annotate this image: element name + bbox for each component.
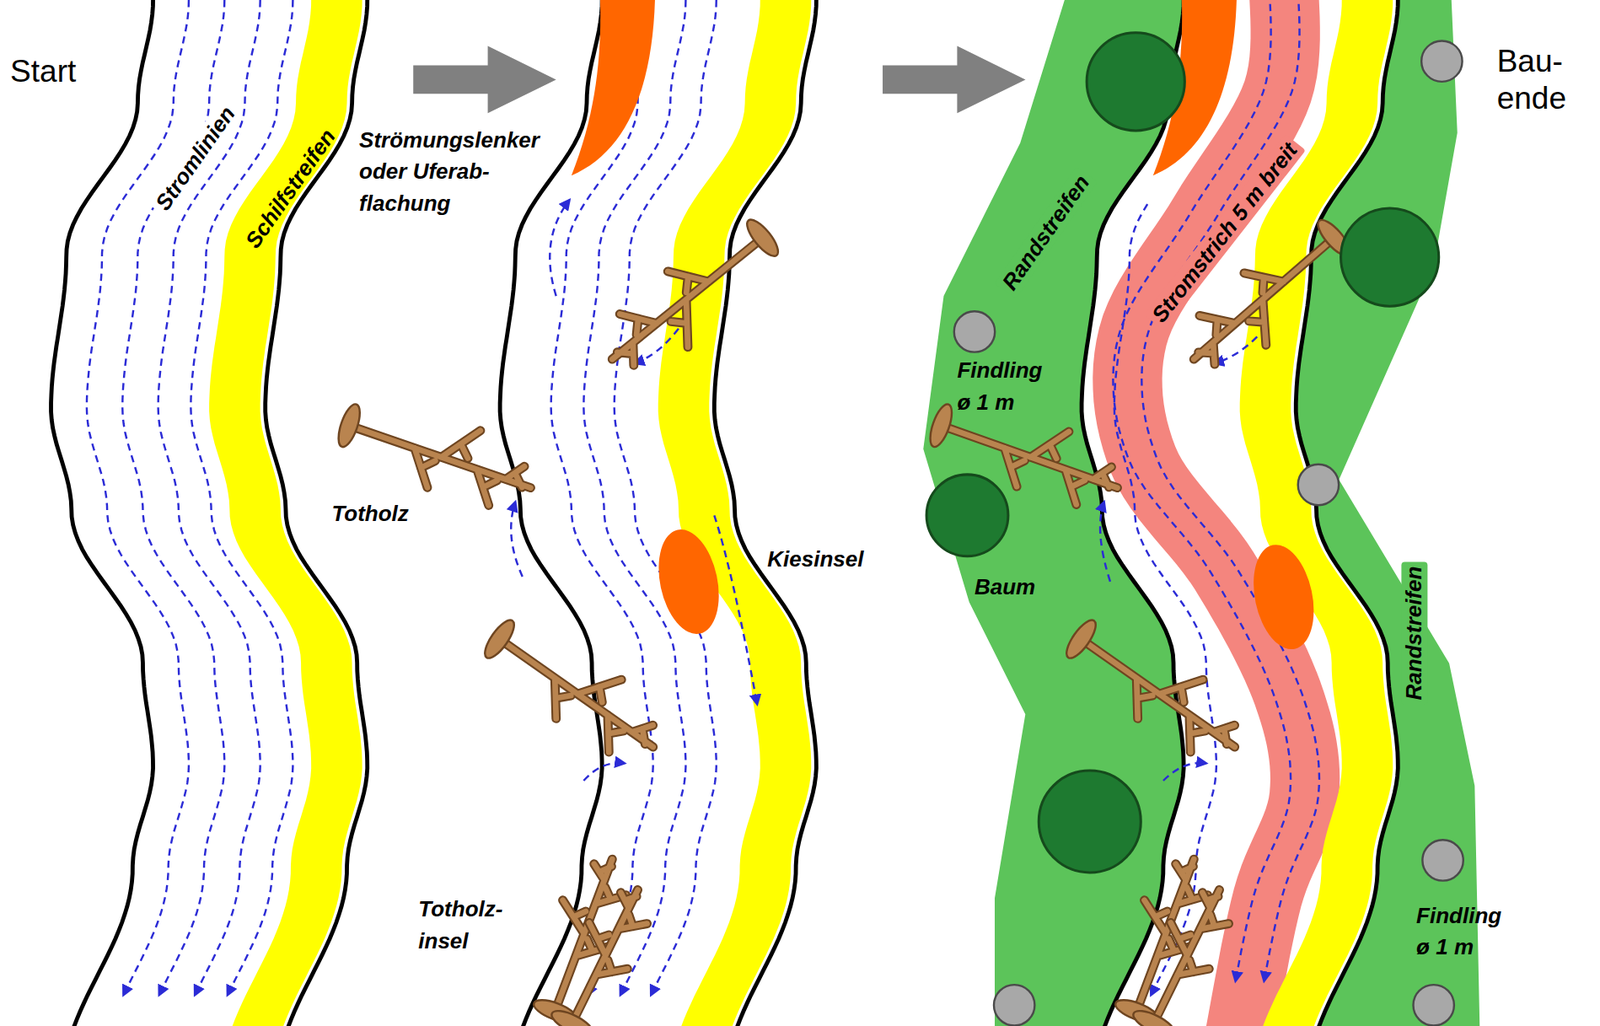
deadwood [502,640,654,752]
part-label: Baum [974,571,1036,604]
root-plate [1061,616,1101,663]
part-label: Totholz- insel [418,893,506,957]
eddy-line [510,502,523,577]
deadwood [1193,239,1332,365]
part-label: Findling ø 1 m [956,354,1046,419]
part-label: Findling ø 1 m [1416,900,1505,964]
band-label: Randstreifen [993,166,1097,299]
main-current-band-outline [1061,0,1388,1026]
deadwood [352,426,532,505]
text-anchor: Bau- ende [1497,42,1600,119]
part-label: Totholz [331,498,409,531]
deadwood [573,890,647,1021]
tree [1341,208,1439,307]
gravel-island [1245,539,1323,656]
part-label: Strömungslenker oder Uferab- flachung [359,124,543,221]
text-anchor: Totholz- insel [418,893,1430,957]
text-anchor: Totholz [331,498,1343,531]
step-arrow [882,45,1026,113]
text-anchor: Kiesinsel [767,543,1600,576]
flow-deflector [571,0,656,176]
eddy-line [1100,502,1111,582]
text-anchor: Findling ø 1 m [956,354,1600,419]
boulder [993,984,1035,1026]
deadwood [612,239,761,366]
tree [1086,32,1185,131]
gravel-island [649,523,728,639]
streamline [1114,204,1217,995]
text-anchor: Strömungslenker oder Uferab- flachung [359,124,1371,221]
river-bank [714,0,817,1026]
boulder [1422,839,1463,881]
band-label: Randstreifen [1401,561,1428,704]
part-label: Kiesinsel [767,543,864,576]
text-anchor: Baum [974,571,1600,604]
root-plate [925,401,956,450]
deadwood-outline [573,890,647,1021]
root-plate [741,214,784,261]
river-bank [51,0,155,1026]
deadwood-outline [352,426,532,505]
main-current-band: Stromstrich 5 m breit [1061,0,1388,1026]
tree [1038,770,1141,873]
deadwood-outline [1154,890,1229,1021]
deadwood-outline [1193,239,1332,365]
deadwood-outline [1084,640,1235,752]
buffer-strip: Randstreifen [897,0,1246,1026]
boulder [1421,40,1462,81]
streamline [1141,0,1320,982]
deadwood [1154,890,1229,1021]
deadwood-outline [612,239,761,366]
stage-label: Start [10,53,76,91]
streamline-label: Stromlinien [148,97,244,219]
root-plate [548,1005,596,1026]
boulder [1298,464,1339,505]
eddy-line [1163,762,1207,781]
stage-label: Bau- ende [1497,42,1570,119]
root-plate [1129,1005,1177,1026]
boulder [1412,984,1454,1026]
tree [926,474,1009,557]
band-label: Schilfstreifen [237,123,344,256]
step-arrow [413,45,556,113]
streamline [614,0,717,995]
text-anchor: Start [10,53,1022,91]
eddy-line [583,762,624,781]
streamline [86,0,189,995]
band-label: Stromstrich 5 m breit [1143,134,1306,331]
buffer-strip-outline [897,0,1246,1026]
deadwood [1084,640,1235,752]
root-plate [479,616,519,663]
root-plate [333,401,365,450]
eddy-line [714,515,758,704]
eddy-line [549,199,570,296]
text-anchor: Findling ø 1 m [1416,900,1600,964]
deadwood-outline [502,640,654,752]
boulder [954,311,995,352]
